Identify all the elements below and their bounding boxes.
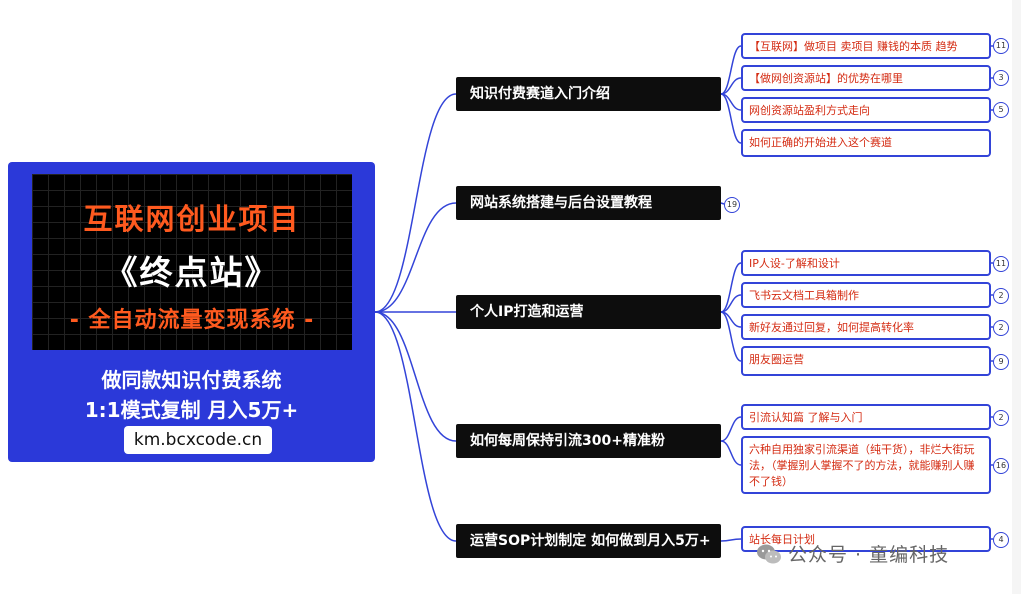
count-badge[interactable]: 3 xyxy=(993,70,1009,86)
scroll-edge xyxy=(1012,0,1021,594)
count-badge[interactable]: 16 xyxy=(993,458,1009,474)
connector xyxy=(374,93,457,313)
watermark-text: 公众号 · 童编科技 xyxy=(788,544,950,566)
connector xyxy=(720,45,742,95)
connector xyxy=(720,311,742,362)
branch-0[interactable]: 知识付费赛道入门介绍 xyxy=(456,77,721,111)
site-url: km.bcxcode.cn xyxy=(124,426,272,454)
connector xyxy=(374,202,457,313)
banner-name: 《终点站》 xyxy=(104,253,280,292)
banner-subtitle: - 全自动流量变现系统 - xyxy=(69,308,315,333)
banner-title: 互联网创业项目 xyxy=(83,202,301,236)
branch-3[interactable]: 如何每周保持引流300+精准粉 xyxy=(456,424,721,458)
count-badge[interactable]: 2 xyxy=(993,288,1009,304)
leaf-3-1[interactable]: 六种自用独家引流渠道（纯干货），非烂大街玩法，（掌握别人掌握不了的方法，就能赚别… xyxy=(741,436,991,494)
branch-2[interactable]: 个人IP打造和运营 xyxy=(456,295,721,329)
root-line-1: 做同款知识付费系统 xyxy=(101,368,282,392)
count-badge[interactable]: 11 xyxy=(993,38,1009,54)
leaf-0-3[interactable]: 如何正确的开始进入这个赛道 xyxy=(741,129,991,157)
connector xyxy=(720,262,742,313)
connector xyxy=(720,538,742,542)
leaf-2-2[interactable]: 新好友通过回复，如何提高转化率 xyxy=(741,314,991,340)
connector xyxy=(720,202,725,205)
connector xyxy=(374,311,457,442)
count-badge[interactable]: 4 xyxy=(993,532,1009,548)
leaf-0-1[interactable]: 【做网创资源站】的优势在哪里 xyxy=(741,65,991,91)
connector xyxy=(720,440,742,466)
leaf-2-3[interactable]: 朋友圈运营 xyxy=(741,346,991,376)
count-badge[interactable]: 9 xyxy=(993,354,1009,370)
count-badge[interactable]: 5 xyxy=(993,102,1009,118)
leaf-4-0[interactable]: 站长每日计划 xyxy=(741,526,991,552)
count-badge[interactable]: 2 xyxy=(993,410,1009,426)
leaf-0-2[interactable]: 网创资源站盈利方式走向 xyxy=(741,97,991,123)
leaf-0-0[interactable]: 【互联网】做项目 卖项目 赚钱的本质 趋势 xyxy=(741,33,991,59)
leaf-2-1[interactable]: 飞书云文档工具箱制作 xyxy=(741,282,991,308)
count-badge[interactable]: 19 xyxy=(724,197,740,213)
count-badge[interactable]: 2 xyxy=(993,320,1009,336)
root-node[interactable]: 互联网创业项目 《终点站》 - 全自动流量变现系统 - 做同款知识付费系统 1:… xyxy=(8,162,375,462)
branch-1[interactable]: 网站系统搭建与后台设置教程 xyxy=(456,186,721,220)
wechat-icon xyxy=(757,544,781,564)
root-line-2: 1:1模式复制 月入5万+ xyxy=(84,398,299,422)
connector xyxy=(374,311,457,542)
leaf-3-0[interactable]: 引流认知篇 了解与入门 xyxy=(741,404,991,430)
leaf-2-0[interactable]: IP人设-了解和设计 xyxy=(741,250,991,276)
connector xyxy=(720,416,742,442)
watermark: 公众号 · 童编科技 xyxy=(756,540,949,567)
count-badge[interactable]: 11 xyxy=(993,256,1009,272)
branch-4[interactable]: 运营SOP计划制定 如何做到月入5万+ xyxy=(456,524,721,558)
project-banner: 互联网创业项目 《终点站》 - 全自动流量变现系统 - xyxy=(32,174,352,350)
connector xyxy=(720,93,742,144)
